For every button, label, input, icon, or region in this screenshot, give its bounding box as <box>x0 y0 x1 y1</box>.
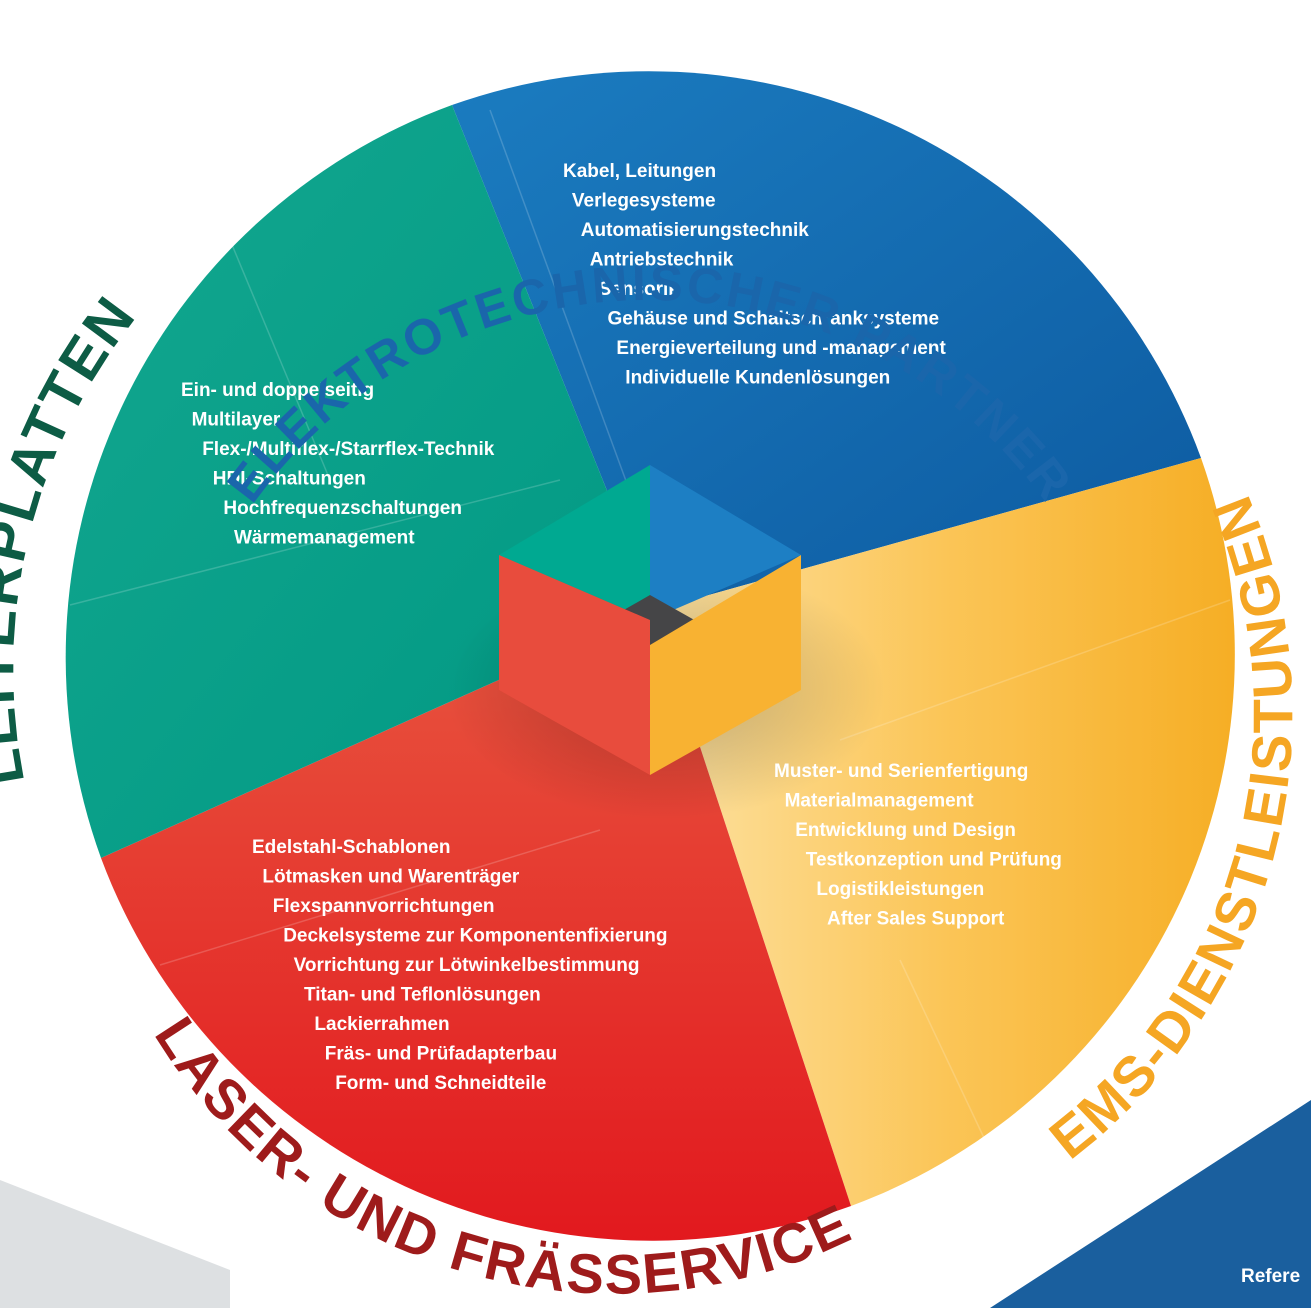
list-item: Materialmanagement <box>785 791 975 812</box>
background-decor <box>0 1100 1311 1308</box>
list-item: Ein- und doppelseitig <box>181 380 374 401</box>
list-leiterplatten: Ein- und doppelseitigMultilayerFlex-/Mul… <box>181 380 495 549</box>
list-item: Testkonzeption und Prüfung <box>806 850 1062 871</box>
center-cube <box>499 465 801 775</box>
list-ems-dienstleistungen: Muster- und SerienfertigungMaterialmanag… <box>774 761 1062 930</box>
list-item: Verlegesysteme <box>572 191 716 212</box>
list-item: Individuelle Kundenlösungen <box>625 368 890 389</box>
list-item: Antriebstechnik <box>590 250 734 271</box>
list-item: Deckelsysteme zur Komponentenfixierung <box>283 926 667 947</box>
list-item: Sensorik <box>599 279 680 300</box>
list-item: Wärmemanagement <box>234 528 415 549</box>
list-item: Logistikleistungen <box>816 879 984 900</box>
reference-label: Refere <box>1241 1266 1301 1287</box>
list-item: Lötmasken und Warenträger <box>262 867 520 888</box>
list-item: Vorrichtung zur Lötwinkelbestimmung <box>294 955 640 976</box>
list-item: Titan- und Teflonlösungen <box>304 985 541 1006</box>
cube-face-red <box>499 555 650 775</box>
list-item: Muster- und Serienfertigung <box>774 761 1028 782</box>
list-item: Edelstahl-Schablonen <box>252 837 450 858</box>
cube-face-yellow <box>650 555 801 775</box>
list-elektrotechnischer-partner: Kabel, LeitungenVerlegesystemeAutomatisi… <box>563 161 946 389</box>
list-item: Flex-/Multiflex-/Starrflex-Technik <box>202 439 495 460</box>
list-item: After Sales Support <box>827 909 1005 930</box>
list-item: Fräs- und Prüfadapterbau <box>325 1044 557 1065</box>
list-item: Lackierrahmen <box>314 1014 449 1035</box>
list-item: Gehäuse und Schaltschranksysteme <box>608 309 940 330</box>
list-item: HDI-Schaltungen <box>213 469 366 490</box>
list-item: Automatisierungstechnik <box>581 220 809 241</box>
list-item: Energieverteilung und -management <box>616 338 946 359</box>
cube-face-blue <box>650 465 801 620</box>
list-item: Hochfrequenzschaltungen <box>223 498 462 519</box>
list-item: Entwicklung und Design <box>795 820 1016 841</box>
cube-face-green <box>499 465 650 620</box>
list-item: Form- und Schneidteile <box>335 1073 546 1094</box>
list-item: Flexspannvorrichtungen <box>273 896 495 917</box>
list-item: Multilayer <box>192 410 281 431</box>
list-item: Kabel, Leitungen <box>563 161 716 182</box>
